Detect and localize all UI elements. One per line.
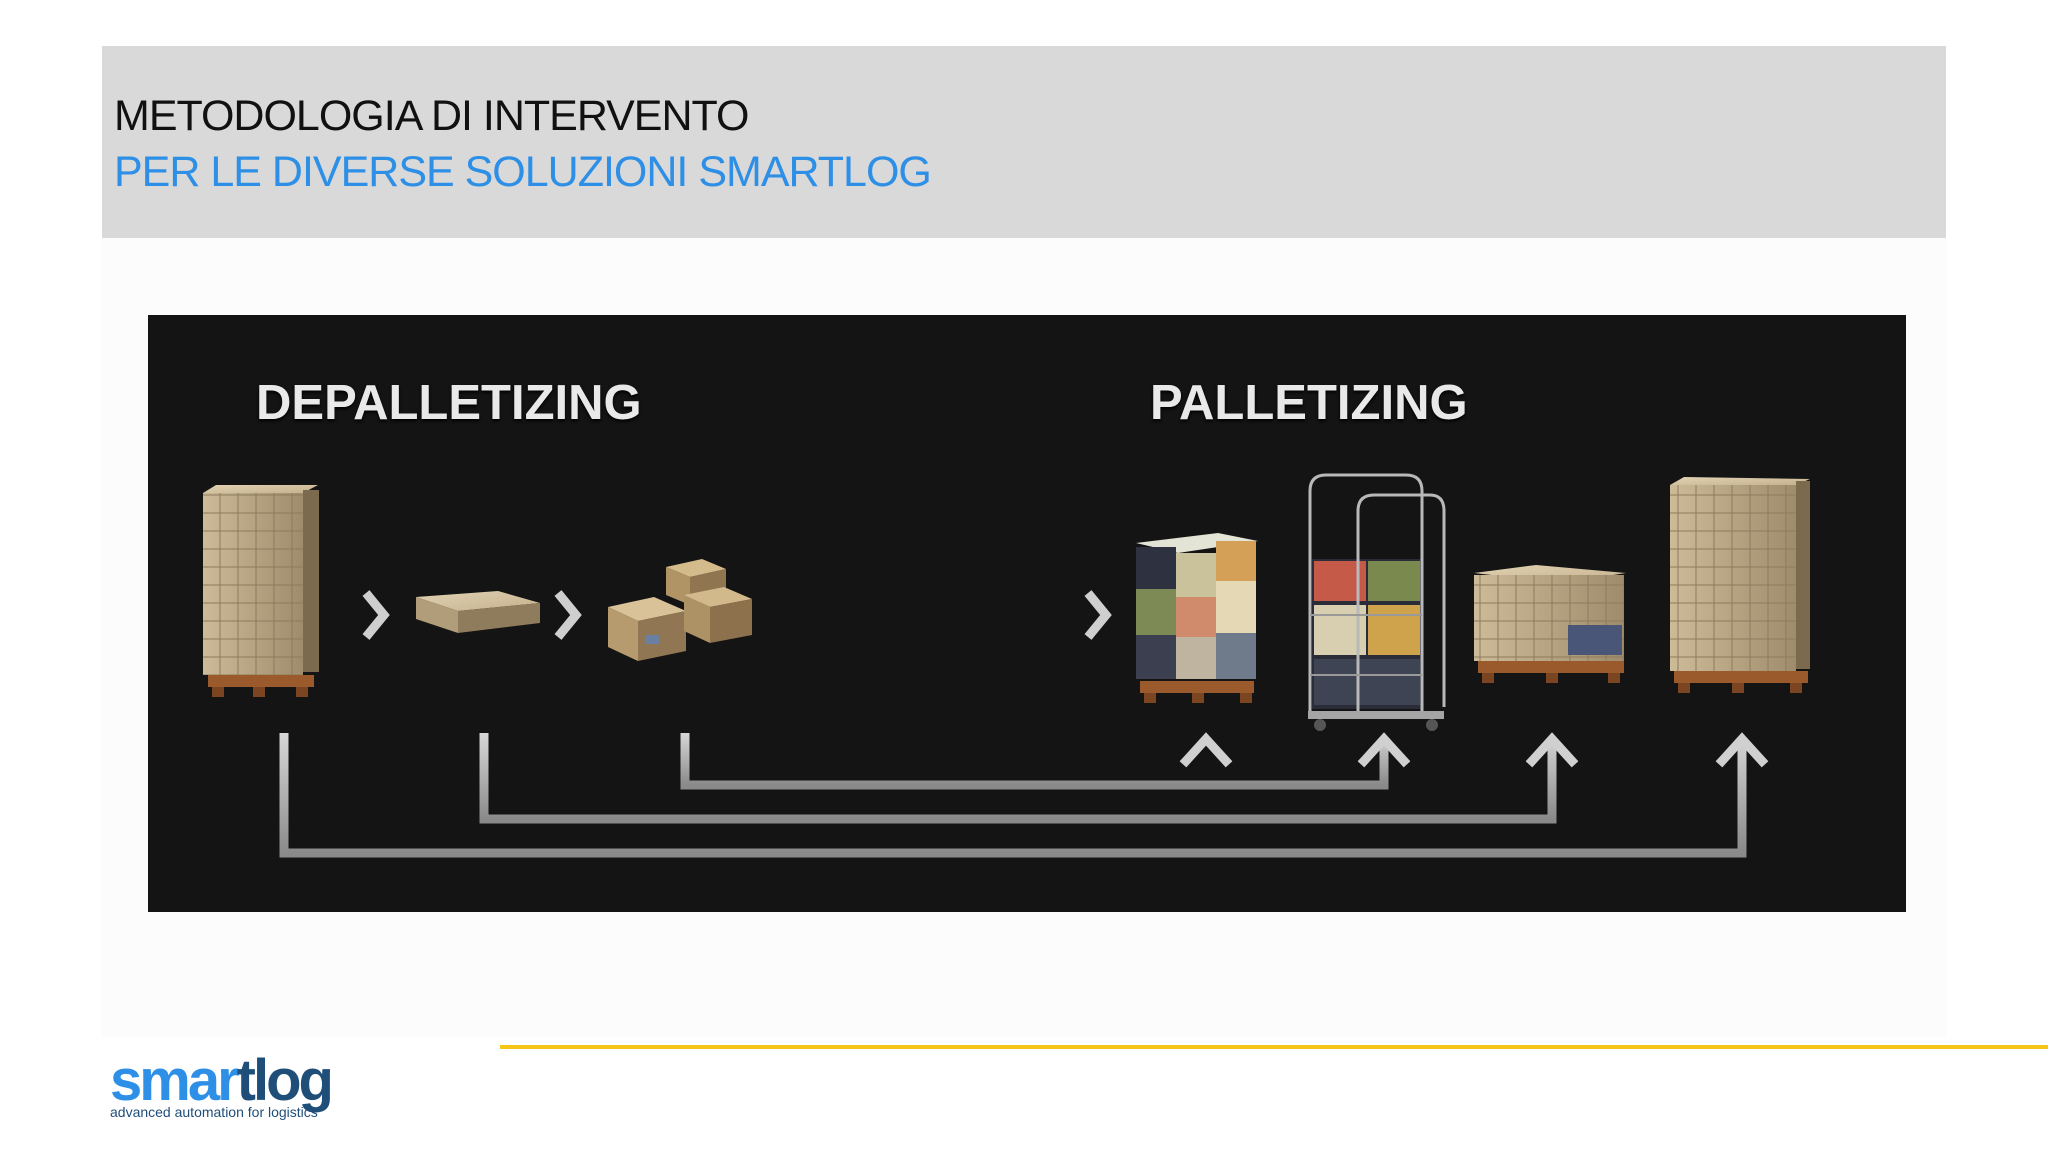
arrow-up-icon (1179, 732, 1233, 768)
chevron-right-icon (554, 590, 582, 640)
logo-text: smartlog (110, 1050, 331, 1113)
cases-icon (608, 559, 752, 661)
slide-subtitle: PER LE DIVERSE SOLUZIONI SMARTLOG (114, 148, 932, 196)
process-diagram: DEPALLETIZING PALLETIZING (148, 315, 1906, 912)
smartlog-logo: smartlog (110, 1050, 334, 1113)
diagram-graphics (203, 473, 1810, 858)
low-pallet-icon (1474, 565, 1626, 683)
flow-lines (279, 733, 1747, 858)
full-pallet-icon (1670, 477, 1810, 693)
footer-divider (500, 1045, 2048, 1049)
arrow-up-icon (1715, 732, 1769, 768)
depalletizing-heading: DEPALLETIZING (256, 376, 642, 430)
arrow-up-icon (1525, 732, 1579, 768)
slide-title: METODOLOGIA DI INTERVENTO (114, 92, 749, 140)
full-pallet-icon (203, 485, 319, 697)
arrow-up-icon (1357, 732, 1411, 768)
chevron-right-icon (362, 590, 390, 640)
chevron-right-icon (1084, 590, 1112, 640)
title-bar (102, 46, 1946, 238)
layer-icon (416, 591, 540, 633)
mixed-pallet-icon (1136, 533, 1258, 703)
palletizing-heading: PALLETIZING (1150, 376, 1468, 430)
roll-cage-icon (1308, 473, 1446, 731)
logo-tagline: advanced automation for logistics (110, 1104, 318, 1120)
